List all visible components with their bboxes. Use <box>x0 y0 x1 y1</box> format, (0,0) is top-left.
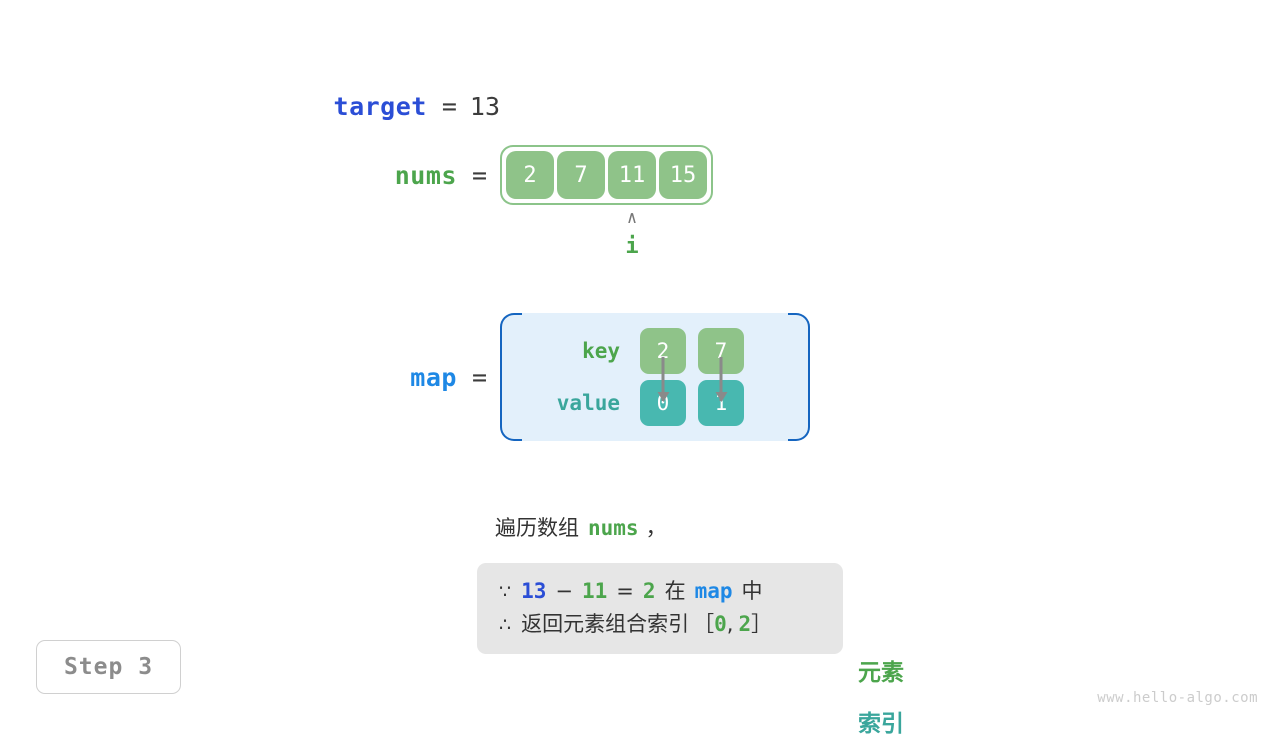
note-equals-sign: = <box>616 579 634 603</box>
target-equals-sign: = <box>441 92 457 121</box>
map-key-row: key 2 7 <box>500 325 810 377</box>
nums-row: nums = 2 7 11 15 <box>0 145 1280 205</box>
note-return-text: 返回元素组合索引 <box>521 611 690 636</box>
map-row: map = key 2 7 value 0 1 <box>0 313 1280 737</box>
array-cell: 2 <box>506 151 554 199</box>
nums-equals-sign: = <box>471 160 487 190</box>
map-bracket-left <box>500 313 522 441</box>
array-cell: 7 <box>557 151 605 199</box>
note-index-comma: , <box>726 611 734 636</box>
note-operand-a: 13 <box>521 579 547 603</box>
caption-code-nums: nums <box>588 516 639 540</box>
note-bracket-open: ［ <box>693 611 715 636</box>
caption-prefix: 遍历数组 <box>495 516 579 540</box>
note-index-0: 0 <box>714 611 727 636</box>
note-tail-word: 中 <box>741 579 763 603</box>
note-minus-sign: − <box>555 579 573 603</box>
caption-line: 遍历数组 nums ， <box>495 512 667 542</box>
note-operand-b: 11 <box>582 579 608 603</box>
legend-index: 索引 <box>858 711 904 737</box>
pointer-label-i: i <box>625 234 639 259</box>
note-map-word: map <box>694 579 733 603</box>
nums-variable-label: nums <box>394 160 457 190</box>
map-container: key 2 7 value 0 1 <box>500 313 810 441</box>
pointer-caret-icon: ∧ <box>626 208 638 228</box>
note-bracket-close: ］ <box>751 611 773 636</box>
map-variable-label: map <box>410 362 457 392</box>
nums-array-container: 2 7 11 15 <box>500 145 713 205</box>
array-cell: 11 <box>608 151 656 199</box>
map-equals-sign: = <box>471 362 487 392</box>
note-line-2: ∴ 返回元素组合索引 ［ 0 , 2 ］ <box>499 608 821 641</box>
array-cell: 15 <box>659 151 707 199</box>
map-key-cell: 7 <box>698 328 744 374</box>
target-variable-label: target <box>333 92 427 121</box>
map-key-to-value-arrow-icon <box>661 357 665 401</box>
step-badge: Step 3 <box>36 640 181 694</box>
note-result-c: 2 <box>642 579 656 603</box>
target-value: 13 <box>469 92 500 121</box>
reasoning-note-box: ∵ 13 − 11 = 2 在 map 中 ∴ 返回元素组合索引 ［ 0 , 2… <box>477 563 843 655</box>
map-key-row-label: key <box>582 339 620 363</box>
because-symbol: ∵ <box>499 581 512 603</box>
note-line-1: ∵ 13 − 11 = 2 在 map 中 <box>499 575 821 608</box>
caption-suffix: ， <box>645 516 667 540</box>
site-watermark: www.hello-algo.com <box>1097 690 1258 706</box>
note-in-word: 在 <box>664 579 686 603</box>
map-value-row-label: value <box>556 391 620 415</box>
map-key-to-value-arrow-icon <box>719 357 723 401</box>
target-row: target = 13 <box>0 92 1280 121</box>
therefore-symbol: ∴ <box>499 613 512 636</box>
note-index-1: 2 <box>738 611 752 636</box>
legend-element: 元素 <box>858 660 904 686</box>
map-bracket-right <box>788 313 810 441</box>
map-value-row: value 0 1 <box>500 377 810 429</box>
